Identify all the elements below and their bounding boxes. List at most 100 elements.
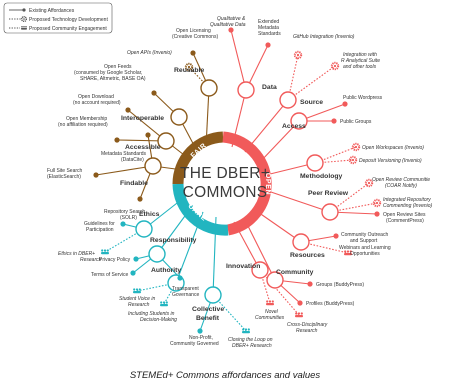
people-icon	[242, 328, 250, 334]
line-resources	[254, 209, 302, 243]
leaf-public-wordpress: Public Wordpress	[343, 95, 383, 101]
dot-repository-search	[137, 196, 143, 202]
leaf-extended-metadata-1: Extended	[258, 19, 279, 25]
dot-open-download	[125, 107, 131, 113]
category-label-collective-benefit-2: Benefit	[196, 315, 220, 322]
leaf-closing-loop-1: Closing the Loop on	[228, 337, 273, 343]
dot-nonprofit	[197, 328, 203, 334]
leaf-including-students-1: Including Students in	[128, 311, 175, 317]
leaf-qualitative-2: Qualitative Data	[210, 22, 246, 28]
gear-icon	[372, 198, 382, 208]
leaf-profiles-buddypress: Profiles (BuddyPress)	[306, 301, 355, 307]
node-resources	[292, 233, 310, 251]
leaf-transparent-governance-1: Transparent	[172, 286, 199, 292]
category-label-resources: Resources	[290, 252, 325, 259]
node-innovation	[251, 261, 269, 279]
dot-metadata-standards	[145, 132, 151, 138]
leaf-open-review-sites-2: (CommentPress)	[386, 218, 424, 224]
leaf-full-site-search-1: Full Site Search	[47, 168, 83, 174]
dot-transparent-governance	[177, 275, 183, 281]
center-title-line2: COMMONS	[183, 184, 268, 201]
leaf-repository-search-2: (SOLR)	[120, 215, 137, 221]
leaf-extended-metadata-2: Metadata	[258, 25, 279, 31]
leaf-open-feeds-3: SHARE, Altmetric, BASE OA)	[80, 76, 146, 82]
node-responsibility	[148, 245, 166, 263]
leaf-open-membership-1: Open Membership	[66, 116, 107, 122]
leaf-open-download-2: (no account required)	[73, 100, 121, 106]
leaf-community-outreach-1: Community Outreach	[341, 232, 388, 238]
leaf-metadata-standards-2: (DataCite)	[121, 157, 144, 163]
leaf-novel-communities-1: Novel	[265, 309, 279, 315]
category-label-reusable: Reusable	[174, 67, 204, 74]
leaf-guidelines-1: Guidelines for	[84, 221, 115, 227]
category-label-authority: Authority	[151, 267, 181, 274]
leaf-open-apis: Open APIs (Invenio)	[127, 50, 172, 56]
leaf-qualitative-1: Qualitative &	[217, 16, 246, 22]
category-label-peer-review: Peer Review	[308, 190, 349, 197]
people-icon	[295, 312, 303, 318]
people-icon	[133, 288, 141, 294]
dot-community-outreach	[333, 233, 339, 239]
people-icon	[101, 249, 109, 255]
leaf-community-outreach-2: and Support	[350, 238, 378, 244]
leaf-student-voice-2: Research	[128, 302, 150, 308]
dot-groups-buddypress	[307, 281, 313, 287]
leaf-github-integration: GitHub Integration (Invenio)	[293, 34, 355, 40]
leaf-open-feeds-1: Open Feeds	[104, 64, 132, 70]
leaf-integrated-repository-2: Commenting (Invenio)	[383, 203, 433, 209]
line-community	[243, 217, 276, 281]
line-r-suite	[287, 65, 336, 101]
category-label-interoperable: Interoperable	[121, 115, 164, 122]
leaf-r-suite-1: Integration with	[343, 52, 377, 58]
leaf-guidelines-2: Participation	[86, 227, 114, 233]
line-full-site-search	[95, 165, 154, 176]
category-label-collective-benefit-1: Collective	[192, 306, 224, 313]
node-community	[266, 271, 284, 289]
leaf-cross-disciplinary-2: Research	[296, 328, 318, 334]
category-label-accessible: Accessible	[125, 144, 161, 151]
legend: Existing Affordances Proposed Technology…	[3, 2, 113, 34]
leaf-open-workspaces: Open Workspaces (Invenio)	[362, 145, 424, 151]
dot-guidelines	[120, 221, 126, 227]
node-source	[279, 91, 297, 109]
node-data	[237, 81, 255, 99]
legend-gear-icon	[20, 15, 28, 23]
people-icon	[344, 250, 352, 256]
category-label-ethics: Ethics	[139, 211, 160, 218]
leaf-nonprofit-2: Community Governed	[170, 341, 219, 347]
leaf-r-suite-3: and other tools	[343, 64, 377, 70]
category-label-data: Data	[262, 84, 277, 91]
leaf-metadata-standards-1: Metadata Standards	[101, 151, 147, 157]
gear-icon	[348, 155, 358, 165]
node-findable	[144, 157, 162, 175]
leaf-extended-metadata-3: Standards	[258, 31, 281, 37]
gear-icon	[184, 62, 194, 72]
dot-privacy-policy	[133, 256, 139, 262]
fair-arc	[172, 131, 224, 185]
leaf-open-review-communities-1: Open Review Communitie	[372, 177, 430, 183]
dot-open-membership	[114, 137, 120, 143]
legend-existing-label: Existing Affordances	[29, 8, 75, 14]
open-arc	[222, 131, 272, 236]
category-label-findable: Findable	[120, 180, 148, 187]
leaf-open-feeds-2: (consumed by Google Scholar,	[74, 70, 142, 76]
node-interoperable	[170, 108, 188, 126]
dot-public-wordpress	[342, 101, 348, 107]
dot-open-licensing	[190, 50, 196, 56]
leaf-transparent-governance-2: Governance	[172, 292, 199, 298]
node-accessible	[157, 132, 175, 150]
people-icon	[266, 300, 274, 306]
line-qualitative	[230, 29, 247, 91]
leaf-integrated-repository-1: Integrated Repository	[383, 197, 431, 203]
node-collective-benefit	[204, 286, 222, 304]
legend-people-icon	[21, 26, 27, 30]
category-label-responsibility: Responsibility	[150, 237, 197, 244]
leaf-novel-communities-2: Communities	[255, 315, 285, 321]
dot-full-site-search	[93, 172, 99, 178]
line-novel-communities	[259, 269, 271, 304]
node-peer-review	[321, 203, 339, 221]
dot-profiles-buddypress	[297, 300, 303, 306]
legend-tech-label: Proposed Technology Development	[29, 17, 108, 23]
category-label-source: Source	[300, 99, 323, 106]
